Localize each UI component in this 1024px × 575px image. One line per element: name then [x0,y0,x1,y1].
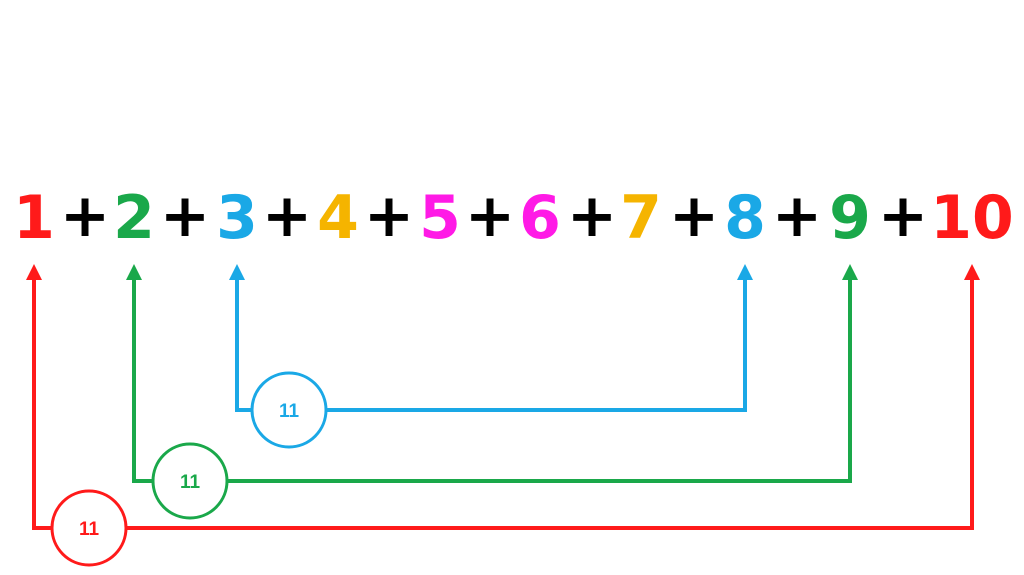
term-8: 8 [724,183,766,253]
sum-label: 11 [180,472,201,493]
term-4: 4 [317,183,359,253]
pair-connector: 11 [26,264,980,567]
plus-sign: + [364,181,414,251]
term-2: 2 [113,183,155,253]
sum-label: 11 [79,519,100,540]
plus-sign: + [567,181,617,251]
sum-label: 11 [279,401,300,422]
plus-sign: + [60,181,110,251]
connector-line [235,276,747,412]
term-10: 10 [930,183,1014,253]
arrow-head-icon [964,264,980,280]
connector-line [32,276,974,530]
plus-sign: + [465,181,515,251]
term-7: 7 [620,183,662,253]
pair-connector: 11 [229,264,753,449]
term-1: 1 [13,183,55,253]
arrow-head-icon [229,264,245,280]
arrow-head-icon [26,264,42,280]
arrow-head-icon [737,264,753,280]
sum-circle [250,371,328,449]
connector-group: 11 11 11 [26,264,980,567]
sum-circle [151,442,229,520]
term-9: 9 [829,183,871,253]
arrow-head-icon [842,264,858,280]
plus-sign: + [160,181,210,251]
pair-connector: 11 [126,264,858,520]
plus-sign: + [262,181,312,251]
term-3: 3 [216,183,258,253]
connector-line [132,276,852,483]
plus-sign: + [669,181,719,251]
term-5: 5 [419,183,461,253]
arrow-head-icon [126,264,142,280]
term-6: 6 [519,183,561,253]
plus-sign: + [772,181,822,251]
sum-circle [50,489,128,567]
plus-sign: + [878,181,928,251]
